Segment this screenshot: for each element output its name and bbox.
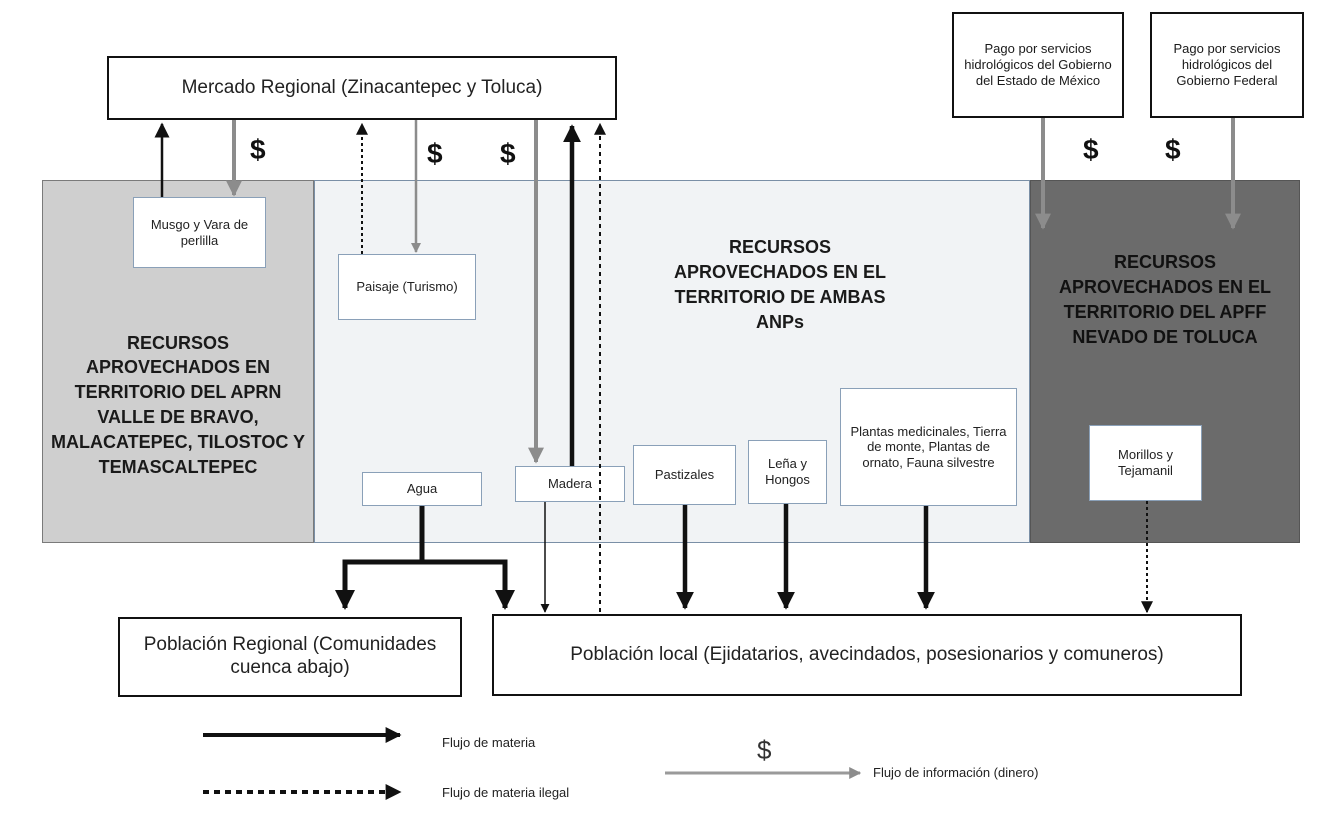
resource-morillos: Morillos y Tejamanil	[1089, 425, 1202, 501]
resource-musgo: Musgo y Vara de perlilla	[133, 197, 266, 268]
arrow-agua-to-local	[422, 559, 515, 610]
dollar-sign-federal: $	[1165, 134, 1181, 165]
resource-agua: Agua	[362, 472, 482, 506]
region-aprn-label: RECURSOS APROVECHADOS EN TERRITORIO DEL …	[50, 332, 305, 477]
legend-label-materia: Flujo de materia	[442, 735, 536, 750]
resource-pastizales: Pastizales	[633, 445, 736, 505]
payment-federal-box: Pago por servicios hidrológicos del Gobi…	[1150, 12, 1304, 118]
legend-label-ilegal: Flujo de materia ilegal	[442, 785, 570, 800]
market-regional-box: Mercado Regional (Zinacantepec y Toluca)	[107, 56, 617, 120]
arrow-agua-to-regional	[335, 506, 425, 610]
resource-madera: Madera	[515, 466, 625, 502]
payment-state-box: Pago por servicios hidrológicos del Gobi…	[952, 12, 1124, 118]
dollar-sign-madera: $	[500, 138, 516, 169]
legend-dollar-sign: $	[757, 735, 772, 765]
region-apff-label: RECURSOS APROVECHADOS EN EL TERRITORIO D…	[1058, 252, 1272, 347]
resource-lena: Leña y Hongos	[748, 440, 827, 504]
region-ambas-anps-label: RECURSOS APROVECHADOS EN EL TERRITORIO D…	[673, 237, 887, 332]
population-regional-box: Población Regional (Comunidades cuenca a…	[118, 617, 462, 697]
dollar-sign-paisaje: $	[427, 138, 443, 169]
dollar-sign-state: $	[1083, 134, 1099, 165]
population-local-box: Población local (Ejidatarios, avecindado…	[492, 614, 1242, 696]
region-apff	[1030, 180, 1300, 543]
resource-plantas: Plantas medicinales, Tierra de monte, Pl…	[840, 388, 1017, 506]
resource-paisaje: Paisaje (Turismo)	[338, 254, 476, 320]
legend-label-informacion: Flujo de información (dinero)	[873, 765, 1039, 780]
dollar-sign-musgo: $	[250, 134, 266, 165]
